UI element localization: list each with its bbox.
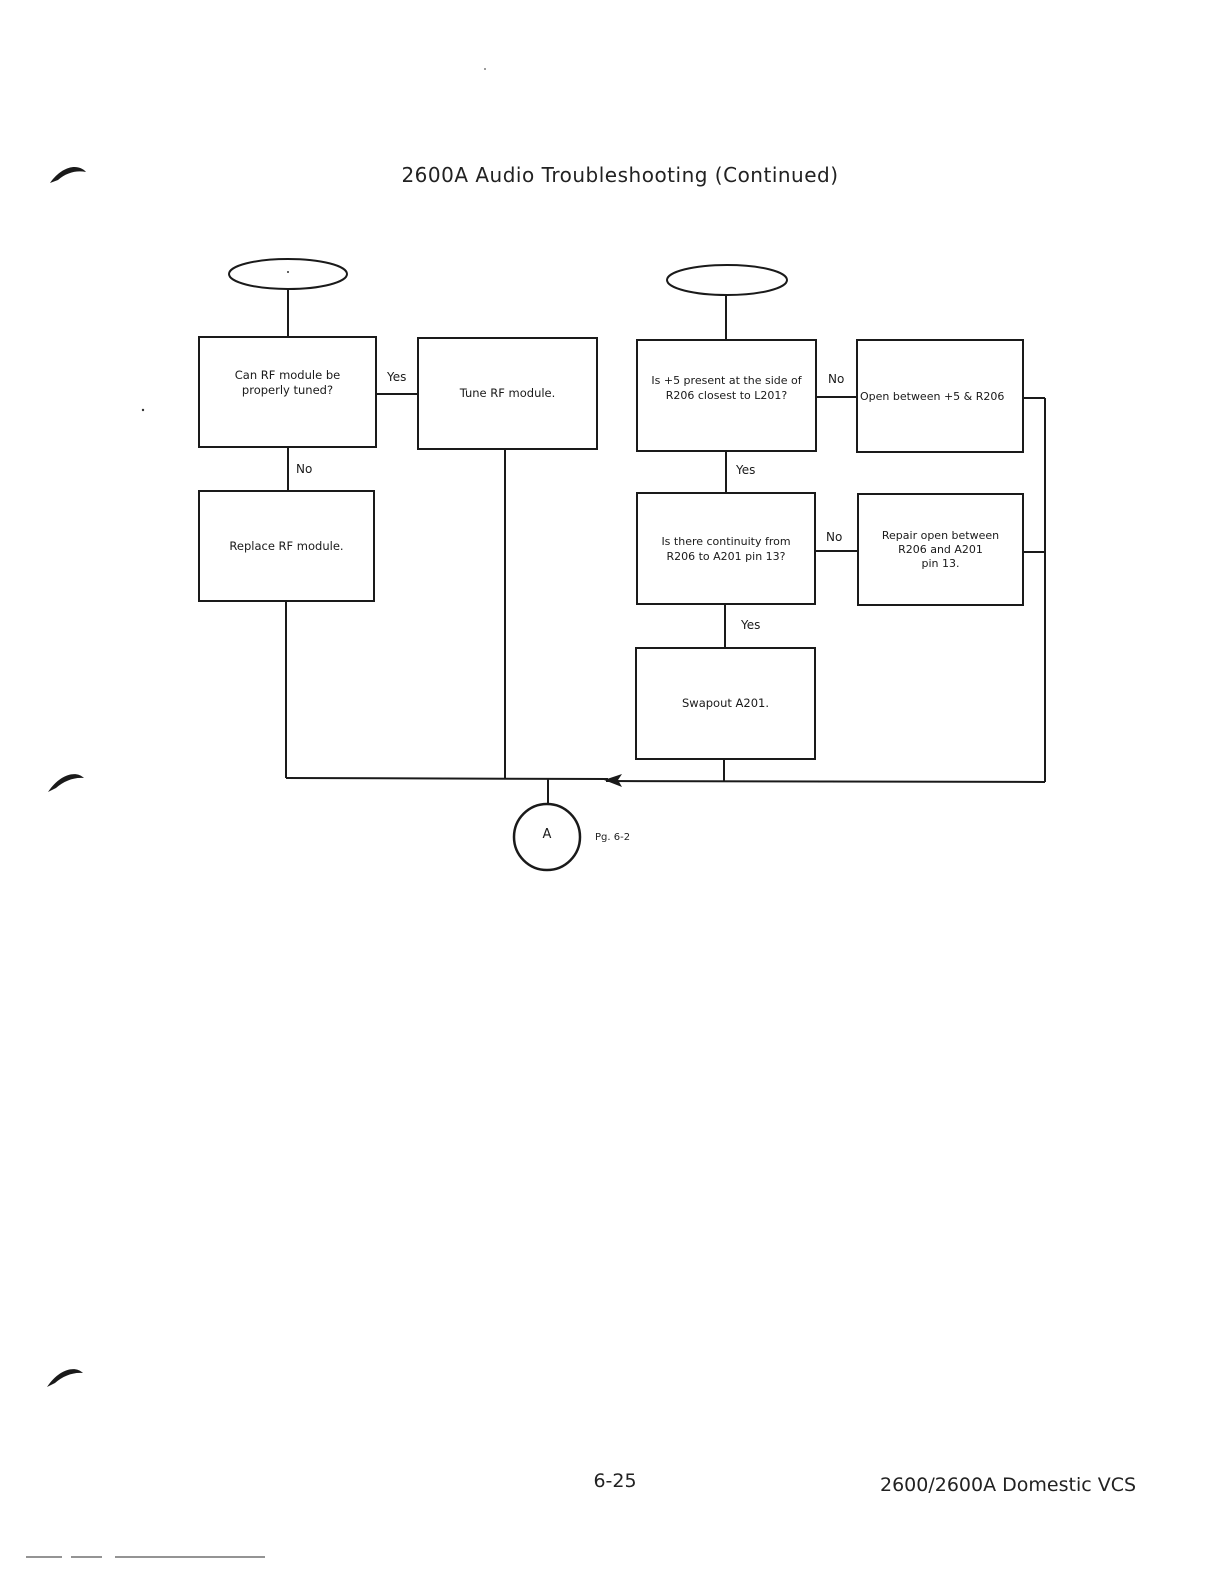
decision-is-there-continuity: Is there continuity from R206 to A201 pi… — [636, 492, 816, 605]
box-text-line: pin 13. — [921, 557, 960, 570]
footer-document-title: 2600/2600A Domestic VCS — [880, 1474, 1137, 1496]
stray-dot — [141, 408, 145, 412]
arrow-head — [604, 774, 622, 787]
action-tune-rf-module: Tune RF module. — [417, 337, 598, 450]
binder-mark-middle — [48, 774, 84, 792]
box-text-line: R206 to A201 pin 13? — [666, 549, 786, 563]
branch-label-can-rf-yes: Yes — [387, 370, 407, 384]
box-text-line: Replace RF module. — [229, 538, 344, 553]
binder-mark-top — [50, 167, 86, 183]
stray-dot — [287, 271, 289, 273]
branch-label-can-rf-no: No — [296, 462, 313, 476]
box-text-line: Is +5 present at the side of — [651, 374, 802, 387]
start-terminal-right — [666, 264, 788, 296]
branch-label-continuity-yes: Yes — [741, 618, 761, 632]
stray-dot — [484, 68, 486, 70]
end-connector-label: A — [542, 827, 552, 842]
branch-label-is-5v-no: No — [828, 372, 845, 386]
end-connector-circle — [512, 802, 582, 872]
action-repair-open-r206-a201: Repair open between R206 and A201 pin 13… — [857, 493, 1024, 606]
footer-page-number: 6-25 — [593, 1470, 637, 1492]
box-text-line: Is there continuity from — [661, 534, 791, 548]
start-terminal-left — [228, 258, 348, 290]
action-replace-rf-module: Replace RF module. — [198, 490, 375, 602]
box-text-line: Swapout A201. — [681, 696, 769, 710]
box-text-line: Repair open between — [881, 529, 1000, 542]
box-text-line: R206 closest to L201? — [665, 389, 788, 402]
branch-label-continuity-no: No — [826, 530, 843, 544]
action-open-between-5v-r206: Open between +5 & R206 — [856, 339, 1024, 453]
action-swapout-a201: Swapout A201. — [635, 647, 816, 760]
end-connector-page-ref: Pg. 6-2 — [595, 832, 631, 843]
box-text-line: Can RF module be — [234, 368, 341, 382]
page-title: 2600A Audio Troubleshooting (Continued) — [401, 163, 839, 187]
binder-mark-bottom — [47, 1369, 83, 1387]
box-text-line: Tune RF module. — [459, 386, 556, 400]
box-text-line: Open between +5 & R206 — [860, 389, 1005, 403]
decision-can-rf-be-tuned: Can RF module be properly tuned? — [198, 336, 377, 448]
branch-label-is-5v-yes: Yes — [736, 463, 756, 477]
box-text-line: properly tuned? — [241, 383, 334, 397]
box-text-line: R206 and A201 — [898, 543, 983, 556]
decision-is-5v-present: Is +5 present at the side of R206 closes… — [636, 339, 817, 452]
